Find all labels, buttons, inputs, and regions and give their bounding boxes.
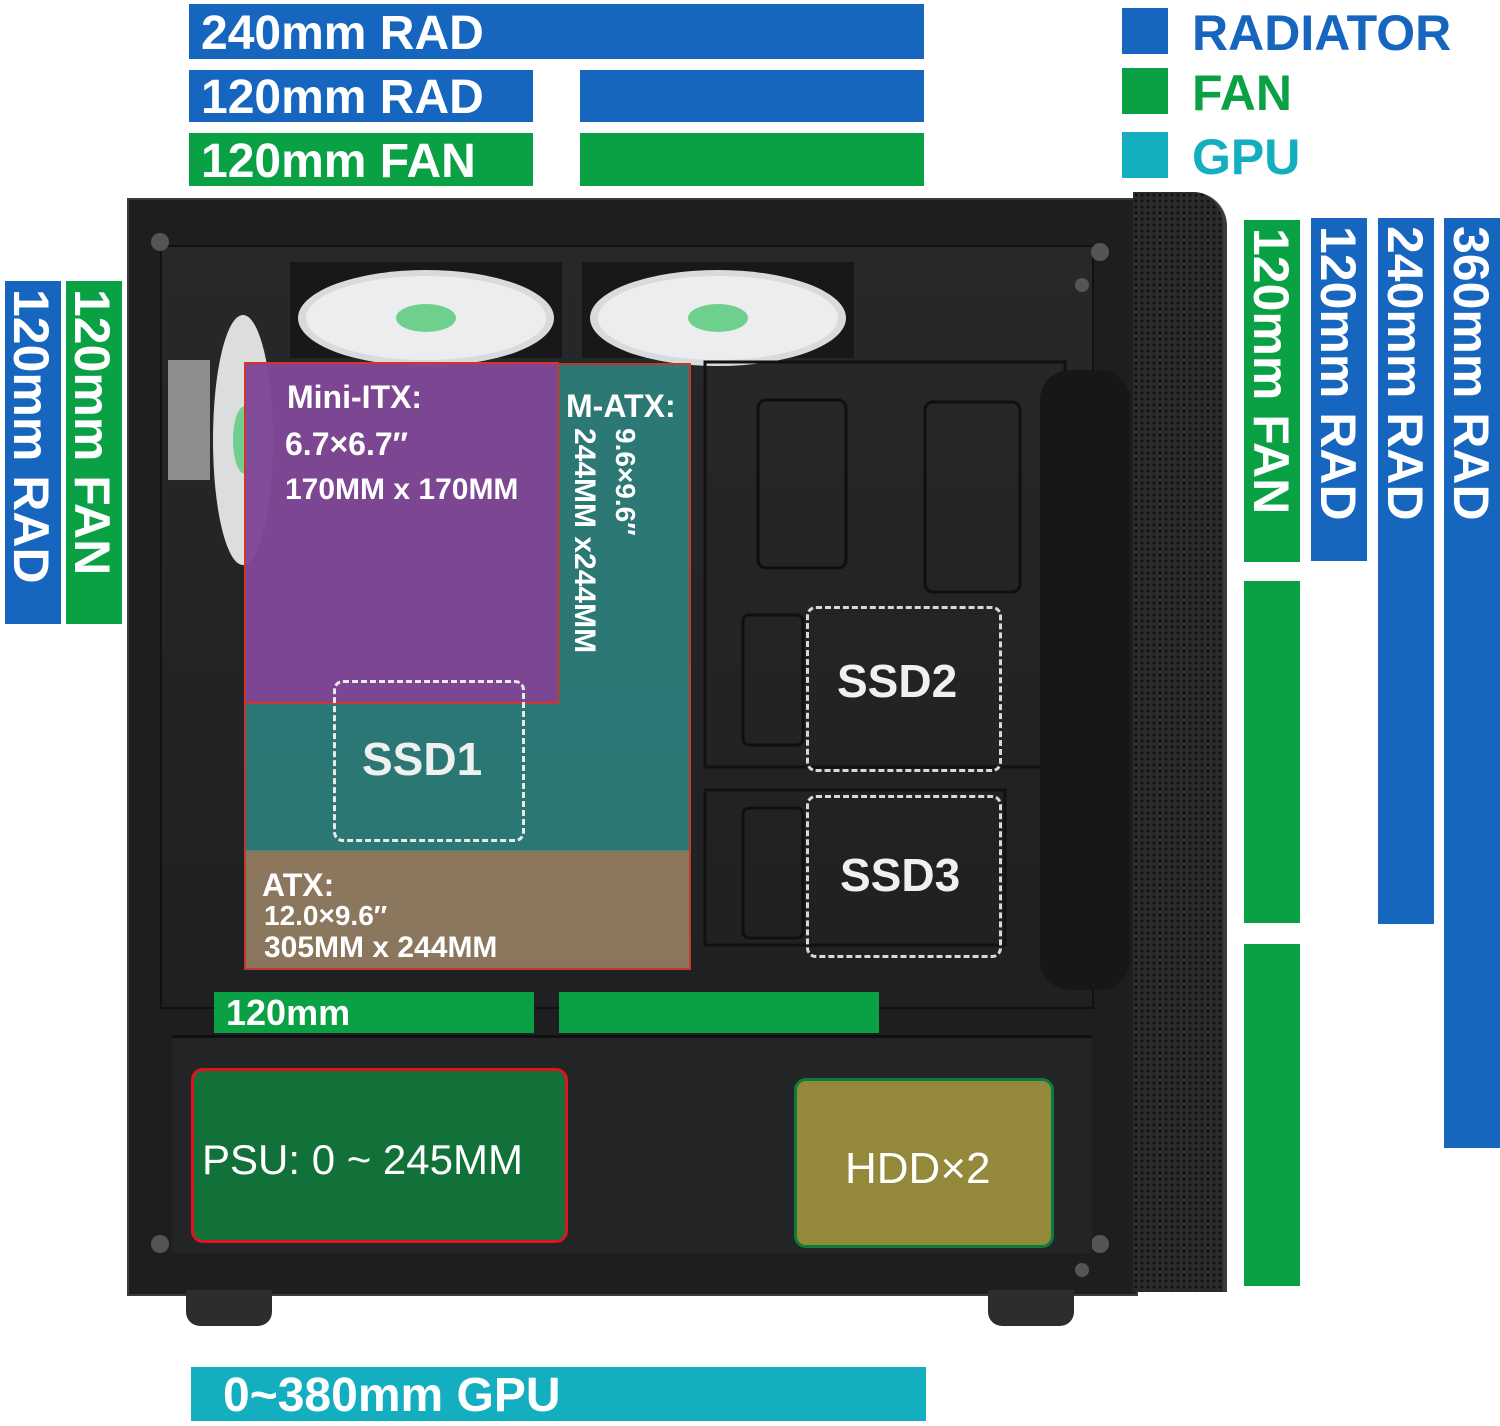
top-240mm-rad-label: 240mm RAD: [201, 7, 484, 60]
ssd3-slot: [806, 795, 1002, 958]
case-foot-left: [186, 1290, 272, 1326]
legend-gpu-label: GPU: [1192, 129, 1301, 185]
atx-zone: [244, 850, 691, 970]
front-360mm-rad-label: 360mm RAD: [1443, 226, 1499, 521]
top-120mm-rad-label: 120mm RAD: [201, 71, 484, 124]
top-120mm-rad-bar-right: [580, 70, 924, 122]
front-120mm-rad-bar: 120mm RAD: [1310, 218, 1367, 561]
hdd-label: HDD×2: [845, 1144, 991, 1193]
rear-120mm-fan-bar: 120mm FAN: [64, 281, 122, 624]
legend-radiator-label: RADIATOR: [1192, 5, 1452, 61]
top-120mm-fan-bar-right: [580, 133, 924, 186]
ssd1-label: SSD1: [362, 733, 483, 785]
front-120mm-rad-label: 120mm RAD: [1310, 226, 1366, 521]
bottom-120mm-fan-bar-left: 120mm: [214, 992, 534, 1033]
case-foot-right: [988, 1290, 1074, 1326]
top-120mm-rad-bar-left: 120mm RAD: [189, 70, 533, 124]
rear-120mm-rad-bar: 120mm RAD: [3, 281, 61, 624]
front-120mm-fan-bar-top: 120mm FAN: [1243, 220, 1300, 562]
case-screws: [151, 233, 1109, 1277]
ssd2-slot: [806, 606, 1002, 772]
legend-fan-swatch: [1122, 68, 1168, 114]
bottom-120mm-fan-label: 120mm: [226, 992, 351, 1033]
gpu-length-bar: 0~380mm GPU: [191, 1367, 926, 1422]
atx-inch: 12.0×9.6″: [264, 900, 388, 931]
front-120mm-fan-bar-bottom: [1244, 944, 1300, 1286]
m-atx-mm: 244MM x244MM: [568, 428, 601, 654]
top-fan-right: [582, 262, 854, 366]
top-120mm-fan-bar-left: 120mm FAN: [189, 133, 533, 188]
mini-itx-inch: 6.7×6.7″: [285, 426, 408, 462]
front-mesh-panel: [1133, 192, 1227, 1292]
bottom-120mm-fan-bar-right: [559, 992, 879, 1033]
atx-mm: 305MM x 244MM: [264, 931, 498, 964]
legend-fan-label: FAN: [1192, 65, 1292, 121]
m-atx-title: M-ATX:: [566, 388, 676, 424]
m-atx-inch: 9.6×9.6″: [610, 428, 641, 536]
atx-title: ATX:: [262, 867, 335, 903]
front-240mm-rad-bar: 240mm RAD: [1377, 218, 1434, 924]
mini-itx-zone: [244, 362, 559, 704]
front-240mm-rad-label: 240mm RAD: [1377, 226, 1433, 521]
ssd3-label: SSD3: [840, 849, 961, 901]
gpu-length-label: 0~380mm GPU: [223, 1369, 561, 1422]
top-fan-left: [290, 262, 562, 366]
ssd2-label: SSD2: [837, 655, 958, 707]
legend-radiator-swatch: [1122, 8, 1168, 54]
ssd1-slot: [333, 680, 525, 842]
front-120mm-fan-label: 120mm FAN: [1243, 228, 1299, 515]
front-120mm-fan-bar-mid: [1244, 581, 1300, 923]
mini-itx-mm: 170MM x 170MM: [285, 473, 519, 506]
psu-label: PSU: 0 ~ 245MM: [202, 1136, 523, 1183]
top-120mm-fan-label: 120mm FAN: [201, 135, 476, 188]
mini-itx-title: Mini-ITX:: [287, 379, 423, 415]
front-360mm-rad-bar: 360mm RAD: [1443, 218, 1500, 1148]
psu-zone: [191, 1068, 568, 1243]
top-240mm-rad-bar: 240mm RAD: [189, 4, 924, 60]
hdd-zone: [794, 1078, 1054, 1248]
legend-gpu-swatch: [1122, 132, 1168, 178]
